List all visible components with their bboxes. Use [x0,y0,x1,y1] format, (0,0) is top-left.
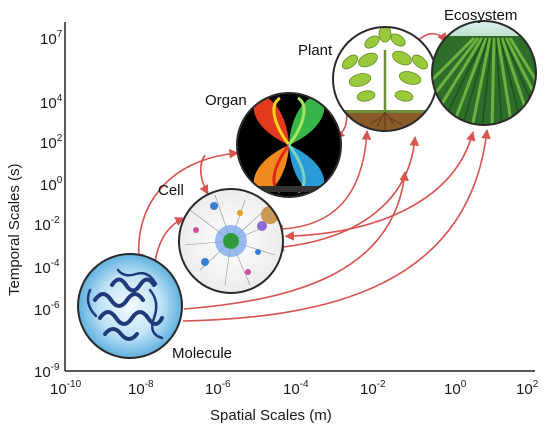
arrow-molecule-cell [154,217,185,263]
node-label-molecule: Molecule [172,345,232,362]
x-tick-label: 10-4 [283,379,309,398]
x-tick-labels: 10-10 10-8 10-6 10-4 10-2 100 102 [50,379,539,398]
y-tick-label: 10-9 [34,362,60,381]
y-tick-label: 102 [40,133,63,152]
node-label-plant: Plant [298,42,333,59]
arrow-molecule-plant [183,171,409,310]
node-label-organ: Organ [205,92,247,109]
arrow-molecule-organ [134,148,239,264]
y-tick-label: 100 [40,175,63,194]
y-tick-label: 10-2 [34,215,60,234]
node-cell: Cell [158,182,284,294]
y-tick-label: 10-4 [34,258,60,277]
x-tick-label: 100 [444,379,467,398]
protein-structure-image [78,254,182,358]
node-molecule: Molecule [77,253,232,362]
y-tick-labels: 107 104 102 100 10-2 10-4 10-6 10-9 [34,29,63,381]
x-axis-title: Spatial Scales (m) [210,407,332,424]
x-tick-label: 10-10 [50,379,82,398]
arrow-organ-cell [199,154,209,195]
node-label-ecosystem: Ecosystem [444,7,517,24]
y-tick-label: 10-6 [34,300,60,319]
x-tick-label: 10-2 [360,379,386,398]
node-organ: Organ [205,92,342,198]
x-tick-label: 10-8 [128,379,154,398]
x-tick-label: 10-6 [205,379,231,398]
arrow-molecule-ecosystem [182,129,491,322]
node-ecosystem: Ecosystem [431,7,537,126]
y-tick-label: 104 [40,93,63,112]
y-tick-label: 107 [40,29,63,48]
node-plant: Plant [298,26,438,132]
arrow-cell-ecosystem [284,131,476,241]
y-axis-title: Temporal Scales (s) [6,163,23,296]
x-tick-label: 102 [516,379,539,398]
axes [64,22,535,372]
node-label-cell: Cell [158,182,184,199]
